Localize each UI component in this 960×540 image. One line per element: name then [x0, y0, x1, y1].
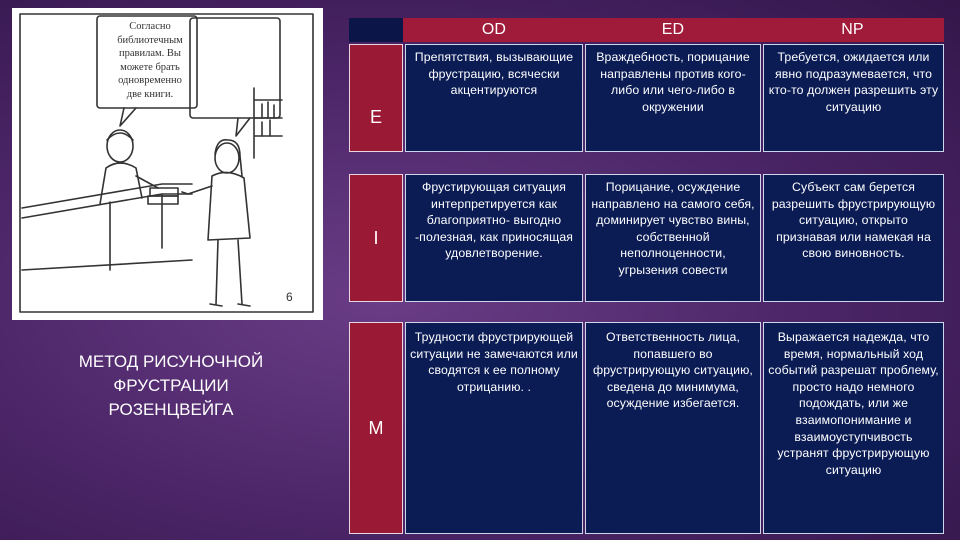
column-header-od: OD: [403, 18, 585, 42]
row-label-m: M: [349, 322, 403, 534]
table-cell: Субъект сам берется разрешить фрустрирую…: [763, 174, 944, 302]
bubble-line: одновременно: [118, 75, 182, 86]
bubble-line: две книги.: [126, 88, 174, 100]
table-cell: Враждебность, порицание направлены проти…: [585, 44, 761, 152]
table-cell: Требуется, ожидается или явно подразумев…: [763, 44, 944, 152]
row-label-e: E: [349, 44, 403, 152]
column-header-np: NP: [761, 18, 944, 42]
picture-number: 6: [286, 290, 293, 304]
column-header-ed: ED: [585, 18, 761, 42]
slide-title-line: МЕТОД РИСУНОЧНОЙ: [78, 352, 264, 371]
table-cell: Фрустирующая ситуация интерпретируется к…: [405, 174, 583, 302]
table-cell: Ответственность лица, попавшего во фруст…: [585, 322, 761, 534]
cartoon-illustration: Согласно библиотечным правилам. Вы может…: [12, 8, 323, 320]
bubble-line: правилам. Вы: [119, 48, 181, 59]
bubble-line: Согласно: [129, 21, 171, 32]
table-header-corner: [349, 18, 403, 42]
cartoon-drawing: [19, 13, 314, 313]
row-label-i: I: [349, 174, 403, 302]
table-cell: Препятствия, вызывающие фрустрацию, всяч…: [405, 44, 583, 152]
table-cell: Выражается надежда, что время, нормальны…: [763, 322, 944, 534]
table-cell: Порицание, осуждение направлено на самог…: [585, 174, 761, 302]
bubble-line: можете брать: [120, 61, 180, 73]
bubble-line: библиотечным: [117, 34, 183, 46]
slide-title-line: РОЗЕНЦВЕЙГА: [108, 400, 234, 419]
speech-bubble-text: Согласно библиотечным правилам. Вы может…: [107, 20, 193, 101]
slide-title: МЕТОД РИСУНОЧНОЙ ФРУСТРАЦИИ РОЗЕНЦВЕЙГА: [40, 350, 302, 422]
slide-title-line: ФРУСТРАЦИИ: [113, 376, 229, 395]
table-cell: Трудности фрустрирующей ситуации не заме…: [405, 322, 583, 534]
